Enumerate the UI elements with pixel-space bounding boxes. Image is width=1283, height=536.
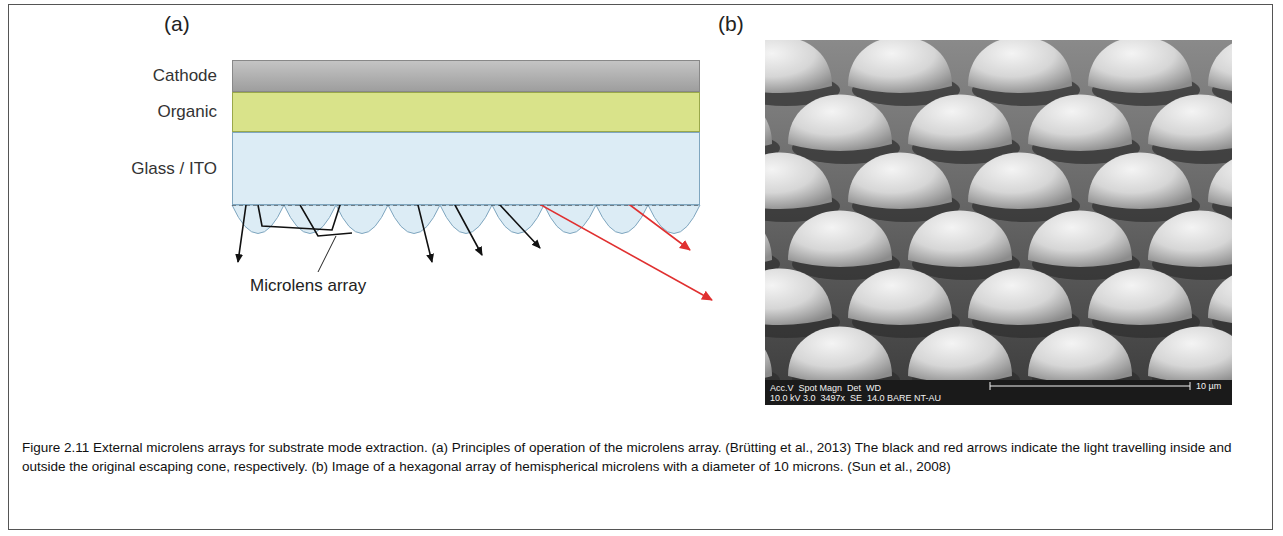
hemisphere-lens [1088,269,1192,326]
sem-info: Acc.V Spot Magn Det WD [770,383,881,393]
hemisphere-lens [788,327,892,384]
layer-name: Organic [157,102,217,122]
hemisphere-lens [968,269,1072,326]
hemisphere-lens [1148,211,1232,268]
hemisphere-lens [848,40,952,93]
hemisphere-lens [968,153,1072,210]
hemisphere-lens [908,327,1012,384]
hemisphere-lens [1208,269,1232,326]
hemisphere-lens [1208,40,1232,93]
figure-caption: Figure 2.11 External microlens arrays fo… [22,438,1258,476]
hemisphere-lens [1148,327,1232,384]
layer-band: Cathode [232,60,700,92]
panel-label: (b) [718,12,744,36]
hemisphere-lens [765,40,832,93]
microlens [648,205,700,234]
microlens [440,205,492,234]
microlens [596,205,648,234]
microlens [388,205,440,234]
sem-info: 10.0 kV 3.0 3497x SE 14.0 BARE NT-AU [770,393,941,403]
hemisphere-lens [1028,211,1132,268]
hemisphere-lens [1088,40,1192,93]
hemisphere-lens [848,153,952,210]
hemisphere-lens [765,211,772,268]
hemisphere-lens [1088,153,1192,210]
hemisphere-lens [765,269,832,326]
hemisphere-lens [788,211,892,268]
scale-label: 10 µm [1196,381,1221,391]
hemisphere-lens [765,153,832,210]
hemisphere-lens [788,95,892,152]
hemisphere-lens [968,40,1072,93]
layer-band: Glass / ITO [232,132,700,205]
hemisphere-lens [765,95,772,152]
hemisphere-lens [1148,95,1232,152]
part-label: Microlens array [250,276,366,296]
layer-name: Cathode [153,66,217,86]
panel-label: (a) [164,12,190,36]
hemisphere-lens [1208,153,1232,210]
hemisphere-lens [908,211,1012,268]
hemisphere-lens [1028,95,1132,152]
hemisphere-lens [848,269,952,326]
hemisphere-lens [908,95,1012,152]
hemisphere-lens [1028,327,1132,384]
microlens [544,205,596,234]
layer-name: Glass / ITO [131,159,217,179]
microlens [492,205,544,234]
layer-band: Organic [232,92,700,132]
hemisphere-lens [765,327,772,384]
microlens [336,205,388,234]
